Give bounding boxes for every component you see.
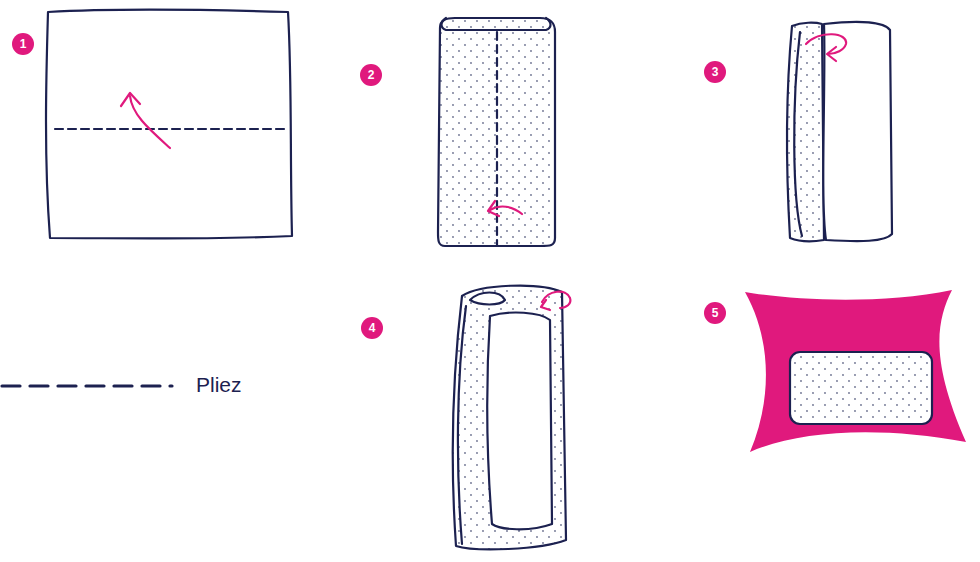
callout-number: 2 bbox=[360, 64, 382, 86]
callout-number: 5 bbox=[704, 302, 726, 324]
fold-edge bbox=[442, 18, 551, 30]
rolled-back bbox=[453, 286, 566, 550]
legend-dashed-line bbox=[2, 384, 172, 387]
flap-edge bbox=[794, 32, 802, 236]
arrow-head bbox=[541, 300, 550, 310]
cloth-square bbox=[46, 10, 292, 239]
callout-number: 3 bbox=[704, 61, 726, 83]
back-panel bbox=[787, 23, 824, 242]
callout-number: 4 bbox=[361, 317, 383, 339]
edge-strip bbox=[458, 306, 466, 544]
fold-line bbox=[55, 128, 285, 130]
folded-insert bbox=[790, 352, 932, 424]
fold-arrow bbox=[490, 207, 522, 214]
callout-number: 1 bbox=[12, 33, 34, 55]
roll-top bbox=[470, 293, 505, 305]
fold-line bbox=[496, 32, 498, 245]
arrow-head bbox=[121, 93, 140, 106]
legend-label: Pliez bbox=[196, 373, 242, 397]
arrow-head bbox=[827, 47, 836, 61]
front-panel bbox=[487, 313, 552, 530]
front-panel bbox=[823, 22, 892, 241]
folded-cloth bbox=[438, 18, 555, 246]
fold-arrow bbox=[130, 96, 170, 148]
arrow-head bbox=[488, 201, 499, 216]
pad-shape bbox=[745, 290, 966, 452]
fold-arrow bbox=[806, 34, 846, 54]
insert-dots bbox=[792, 354, 930, 422]
